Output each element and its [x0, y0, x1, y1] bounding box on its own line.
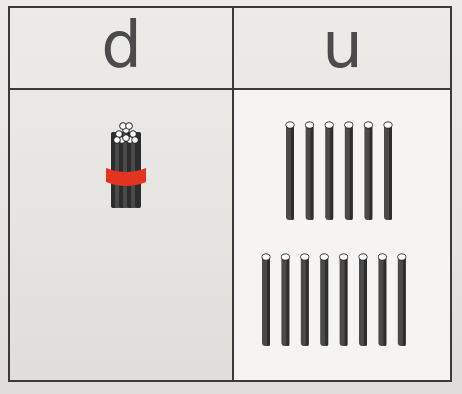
unit-stick [345, 122, 353, 220]
unit-stick [281, 254, 289, 346]
unit-stick [301, 254, 309, 346]
bundle-stick-tip [126, 123, 133, 130]
unit-stick [359, 254, 367, 346]
unit-stick [286, 122, 294, 220]
bundle-stick-tip [132, 137, 139, 144]
unit-stick [378, 254, 386, 346]
unit-stick [364, 122, 372, 220]
units-column-header: u [235, 8, 450, 90]
ten-stick-bundle-icon [104, 120, 148, 216]
bundle-stick-tip [114, 137, 121, 144]
unit-stick [398, 254, 406, 346]
tens-column-header: d [10, 8, 233, 90]
unit-stick [339, 254, 347, 346]
bundle-stick-tip [123, 135, 130, 142]
header-divider [10, 88, 450, 90]
unit-stick [384, 122, 392, 220]
unit-stick [320, 254, 328, 346]
unit-stick [305, 122, 313, 220]
unit-stick [262, 254, 270, 346]
unit-sticks-group [232, 110, 442, 350]
unit-stick [325, 122, 333, 220]
